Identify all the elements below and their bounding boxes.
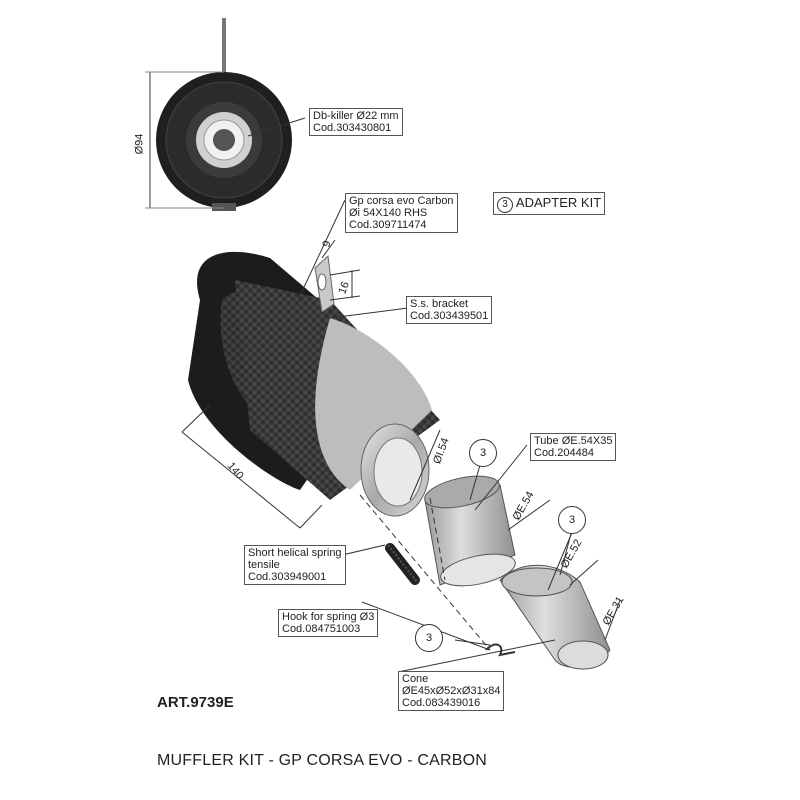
label-adapter-kit: 3 ADAPTER KIT <box>493 192 606 215</box>
spring-and-hook <box>385 543 516 657</box>
callout-3-cone: 3 <box>558 506 586 534</box>
callout-3-tube: 3 <box>469 439 497 467</box>
adapter-tube <box>424 475 516 587</box>
muffler-end-view <box>145 18 306 211</box>
adapter-kit-number: 3 <box>497 197 513 213</box>
muffler-body <box>188 251 440 517</box>
diagram-title: MUFFLER KIT - GP CORSA EVO - CARBON <box>157 752 488 769</box>
callout-3-hook: 3 <box>415 624 443 652</box>
adapter-cone <box>499 564 611 670</box>
article-number: ART.9739E <box>157 694 234 711</box>
dim-diameter-94: Ø94 <box>133 133 146 155</box>
leader-lines <box>181 199 621 673</box>
